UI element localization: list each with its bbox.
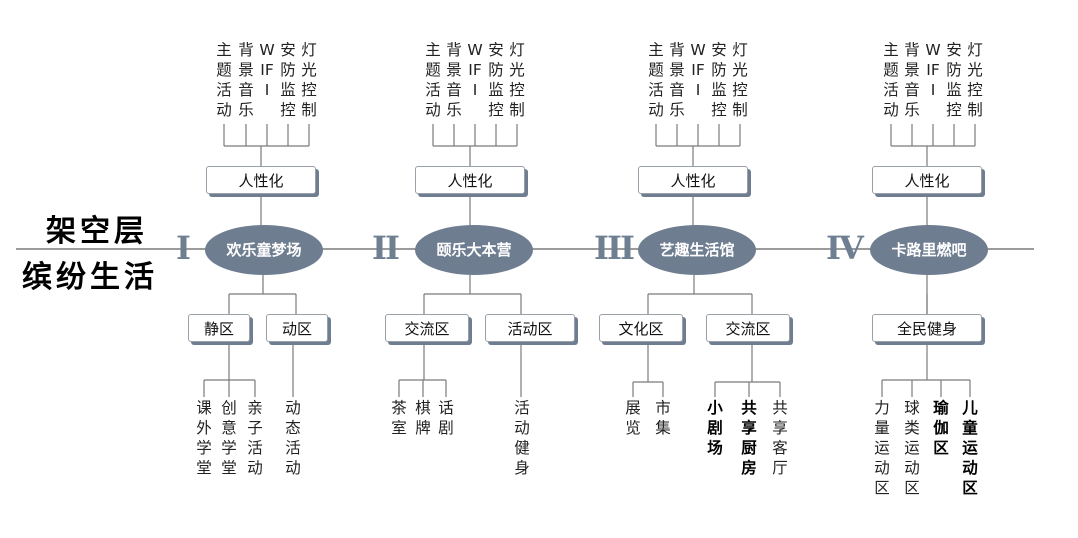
zone-item: 课外学堂	[196, 399, 212, 477]
zone-item: 共享厨房	[741, 399, 757, 477]
zone-item: 小剧场	[707, 399, 723, 457]
top-item: 主题活动	[883, 41, 899, 119]
zone-item: 共享客厅	[772, 399, 788, 477]
top-item: 安防监控	[946, 41, 962, 119]
hub-2: 颐乐大本营	[415, 225, 533, 275]
feature-box: 人性化	[206, 166, 316, 194]
zone-item: 亲子活动	[247, 399, 263, 477]
top-item: 安防监控	[488, 41, 504, 119]
zone-box: 活动区	[485, 314, 575, 342]
zone-item: 瑜伽区	[933, 399, 949, 457]
top-item: WIFI	[467, 41, 483, 99]
top-item: 安防监控	[280, 41, 296, 119]
title-line-2: 缤纷生活	[22, 260, 158, 295]
zone-item: 动态活动	[285, 399, 301, 477]
feature-box: 人性化	[415, 166, 525, 194]
top-item: 背景音乐	[669, 41, 685, 119]
zone-item: 球类运动区	[904, 399, 920, 497]
hub-4: 卡路里燃吧	[870, 225, 988, 275]
top-item: WIFI	[690, 41, 706, 99]
top-item: 背景音乐	[238, 41, 254, 119]
feature-box: 人性化	[872, 166, 982, 194]
top-item: 背景音乐	[446, 41, 462, 119]
top-item: 主题活动	[425, 41, 441, 119]
zone-item: 话剧	[438, 399, 454, 437]
hub-1: 欢乐童梦场	[205, 225, 323, 275]
zone-box: 文化区	[599, 314, 683, 342]
top-item: 主题活动	[648, 41, 664, 119]
zone-box: 交流区	[385, 314, 469, 342]
hub-3: 艺趣生活馆	[638, 225, 756, 275]
top-item: 主题活动	[216, 41, 232, 119]
zone-item: 市集	[655, 399, 671, 437]
zone-box: 静区	[188, 314, 250, 342]
zone-box: 全民健身	[872, 314, 982, 342]
section-numeral: III	[594, 229, 635, 267]
section-numeral: I	[176, 229, 191, 267]
zone-item: 创意学堂	[221, 399, 237, 477]
section-numeral: IV	[826, 229, 864, 267]
top-item: 灯光控制	[301, 41, 317, 119]
top-item: 灯光控制	[732, 41, 748, 119]
zone-item: 棋牌	[415, 399, 431, 437]
top-item: 背景音乐	[904, 41, 920, 119]
section-numeral: II	[372, 229, 400, 267]
top-item: 灯光控制	[509, 41, 525, 119]
zone-item: 茶室	[391, 399, 407, 437]
zone-box: 交流区	[706, 314, 790, 342]
feature-box: 人性化	[638, 166, 748, 194]
zone-item: 活动健身	[514, 399, 530, 477]
top-item: 安防监控	[711, 41, 727, 119]
title-line-1: 架空层	[46, 214, 148, 249]
zone-box: 动区	[266, 314, 328, 342]
zone-item: 儿童运动区	[962, 399, 978, 497]
zone-item: 力量运动区	[874, 399, 890, 497]
zone-item: 展览	[625, 399, 641, 437]
top-item: WIFI	[925, 41, 941, 99]
top-item: WIFI	[259, 41, 275, 99]
top-item: 灯光控制	[967, 41, 983, 119]
